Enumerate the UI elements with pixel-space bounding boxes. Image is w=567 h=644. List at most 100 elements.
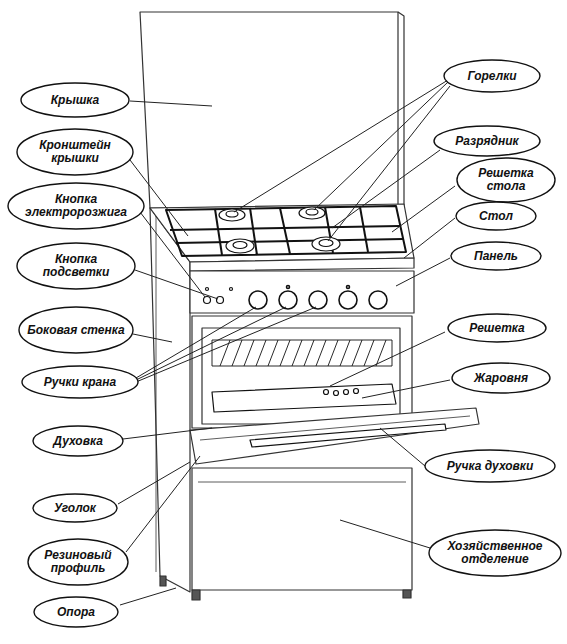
panel-button [204,297,211,304]
burner [219,207,340,253]
ellipse-outline [17,243,135,289]
tap-knob [287,286,290,289]
leader-line [314,82,448,210]
side-wall [150,208,190,592]
part-name: Жаровня [474,372,528,385]
roasting-tray [334,391,339,396]
cooktop-table [150,204,414,262]
tap-knob [249,286,387,310]
ellipse-outline [33,426,123,456]
leader-line [340,520,430,548]
part-name: Решетка стола [464,167,548,193]
tap-knob [249,291,267,309]
ellipse-outline [448,314,546,342]
leader-line [380,428,425,466]
tap-knob [279,291,297,309]
stove-leg [403,590,411,598]
cooktop-grate [360,207,368,252]
leader-line [136,307,316,382]
ellipse-outline [451,242,541,270]
part-name: Кронштейн крышки [24,139,126,165]
part-name: Опора [57,606,95,619]
side-wall [150,208,190,592]
leader-line [328,86,450,241]
part-name: Разрядник [455,135,518,148]
storage-drawer [192,468,412,590]
storage-drawer [198,482,406,483]
label-ellipse: Панель [450,241,542,271]
part-name: Ручка духовки [447,460,534,473]
roasting-tray [324,390,329,395]
burner [226,239,254,253]
stove-leg [160,576,166,586]
ellipse-outline [28,539,128,585]
label-ellipse: Хозяйственное отделение [428,529,562,577]
burner [226,211,238,217]
cooktop-grate [166,206,406,256]
ellipse-outline [19,307,133,353]
roasting-tray [344,390,349,395]
part-name: Ручки крана [44,376,116,389]
storage-drawer [192,468,412,590]
ellipse-outline [34,597,118,627]
part-name: Горелки [467,70,516,83]
stove-lid [140,12,398,208]
ellipse-outline [457,158,555,202]
label-ellipse: Боковая стенка [18,306,134,354]
part-name: Боковая стенка [27,324,124,337]
burner [299,207,325,219]
roasting-tray [354,389,359,394]
leader-line [120,588,176,605]
ellipse-outline [22,366,138,398]
part-name: Уголок [54,502,96,515]
part-name: Хозяйственное отделение [436,540,554,566]
leader-line [136,307,256,378]
leader-line [130,101,212,106]
label-ellipse: Ручка духовки [424,449,556,483]
part-name: Кнопка подсветки [24,253,128,279]
ellipse-outline [425,450,555,482]
ellipse-outline [17,129,133,175]
label-ellipse: Крышка [20,82,130,118]
oven-body [192,316,412,428]
label-ellipse: Разрядник [433,125,541,157]
stove-lid [140,12,404,208]
tap-knob [369,291,387,309]
cooktop-grate [170,226,400,230]
burner [306,209,318,215]
control-panel [190,271,414,313]
label-ellipse: Решетка [447,313,547,343]
oven-rack [220,340,386,366]
label-ellipse: Духовка [32,425,124,457]
tap-knob [347,286,350,289]
ellipse-outline [456,202,536,230]
roasting-tray [212,384,396,412]
control-panel [190,271,414,313]
tap-knob [339,291,357,309]
stove-leg [160,576,411,600]
oven-rack [212,340,392,366]
oven-rack [212,340,392,366]
label-ellipse: Уголок [32,493,118,523]
oven-body [192,316,412,428]
label-ellipse: Горелки [443,59,541,93]
ellipse-outline [429,530,561,576]
oven-door [190,408,479,464]
label-ellipse: Стол [455,201,537,231]
burner [312,237,340,251]
ellipse-outline [444,60,540,92]
label-ellipse: Решетка стола [456,157,556,203]
panel-button [206,288,209,291]
ellipse-outline [452,363,550,393]
leader-line [330,332,445,386]
oven-door [250,424,446,447]
label-ellipse: Ручки крана [21,365,139,399]
leader-line [234,80,448,212]
leader-line [396,258,450,286]
stove-leg [192,590,200,600]
burner [319,240,333,247]
label-ellipse: Резиновый профиль [27,538,129,586]
label-ellipse: Опора [33,596,119,628]
ellipse-outline [8,183,144,229]
